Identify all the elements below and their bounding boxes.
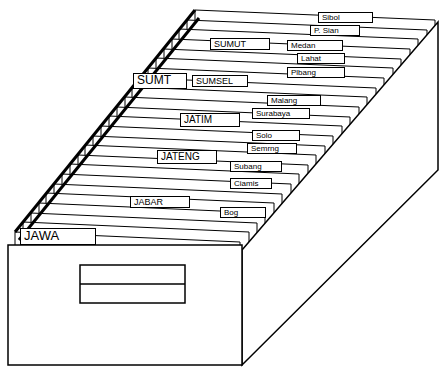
tab-label: JAWA — [24, 228, 59, 243]
tab-label: Sibol — [322, 13, 340, 22]
tab-label: JATIM — [184, 114, 212, 125]
index-tab: Subang — [230, 161, 282, 172]
index-tab: Sibol — [318, 12, 373, 23]
index-tab: Medan — [287, 40, 343, 51]
tab-label: Surabaya — [256, 109, 290, 118]
tab-label: Semrng — [251, 144, 279, 153]
tab-label: Malang — [271, 96, 297, 105]
tab-label: Solo — [256, 131, 272, 140]
tab-label: SUMSEL — [196, 76, 233, 86]
index-tab: JABAR — [130, 196, 190, 208]
index-tab: P. Sian — [310, 25, 360, 36]
tab-label: Bog — [224, 208, 238, 217]
index-tab: Solo — [252, 130, 300, 141]
index-tab: Plbang — [287, 67, 345, 78]
index-tab: SUMT — [133, 73, 187, 89]
tab-label: P. Sian — [314, 26, 339, 35]
index-tab: Surabaya — [252, 108, 310, 119]
tab-label: Plbang — [291, 68, 316, 77]
tab-label: Medan — [291, 41, 315, 50]
tab-label: Ciamis — [234, 179, 258, 188]
tab-label: SUMUT — [214, 39, 246, 49]
index-tab: JATENG — [157, 150, 217, 164]
index-tab: SUMSEL — [192, 75, 248, 87]
tab-label: JABAR — [134, 197, 163, 207]
tab-label: Lahat — [301, 54, 321, 63]
index-tab: JATIM — [180, 113, 240, 127]
index-tab: JAWA — [20, 228, 96, 245]
index-tab: Lahat — [297, 53, 345, 64]
index-tab: Semrng — [247, 143, 297, 154]
index-tab: Ciamis — [230, 178, 272, 189]
index-tab: Malang — [267, 95, 321, 106]
index-tab: Bog — [220, 207, 266, 218]
index-tab: SUMUT — [210, 38, 270, 50]
tab-label: Subang — [234, 162, 262, 171]
tab-label: SUMT — [137, 73, 171, 87]
tab-label: JATENG — [161, 151, 200, 162]
